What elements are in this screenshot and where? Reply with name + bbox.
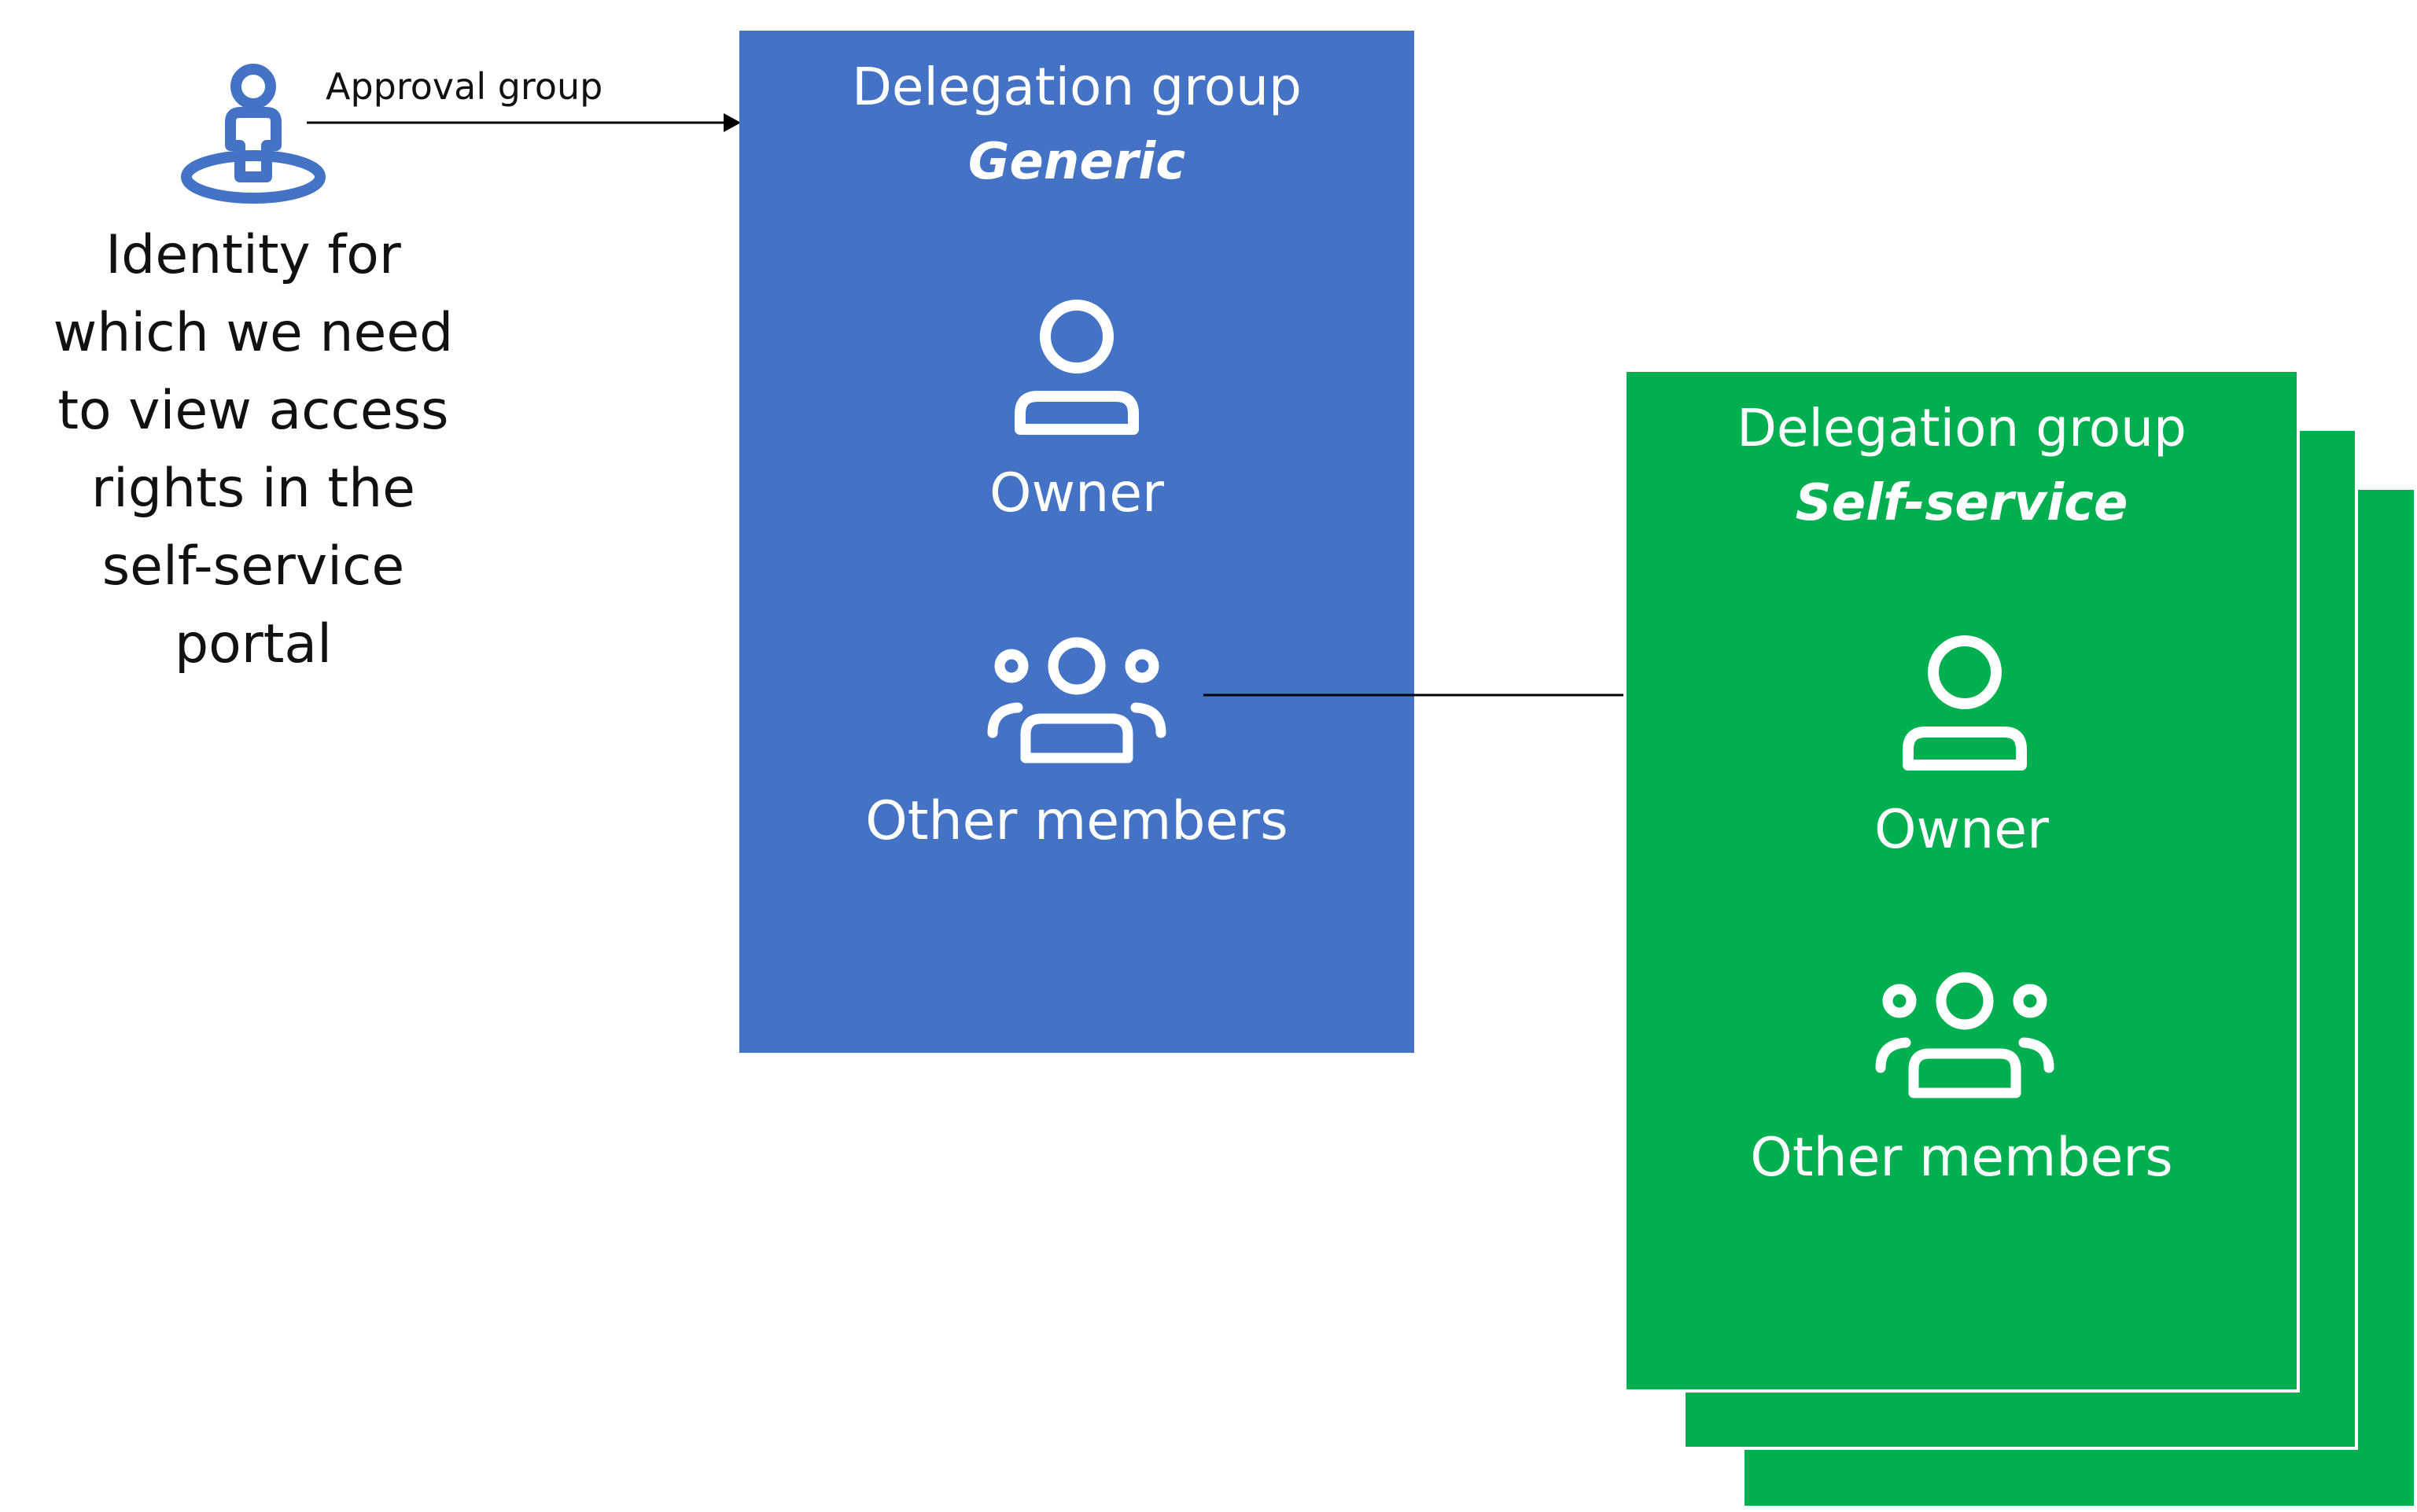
generic-members-label: Other members [865, 790, 1288, 852]
self-service-group-title: Delegation group [1737, 398, 2187, 458]
generic-group-title: Delegation group [852, 57, 1302, 117]
group-members-icon [1875, 972, 2054, 1098]
group-members-icon [987, 637, 1166, 763]
generic-group-subtitle: Generic [967, 133, 1186, 191]
self-service-delegation-group: Delegation group Self-service Owner Othe… [1623, 369, 2300, 1392]
self-service-group-subtitle: Self-service [1795, 474, 2128, 532]
approval-arrow [307, 113, 741, 132]
identity-description: Identity for which we need to view acces… [53, 224, 454, 675]
owner-icon [1903, 635, 2027, 771]
generic-delegation-group: Delegation group Generic Owner Other mem… [739, 31, 1414, 1053]
self-service-owner-label: Owner [1874, 799, 2050, 861]
person-location-icon [181, 64, 326, 204]
approval-group-label: Approval group [326, 65, 603, 108]
generic-owner-label: Owner [989, 462, 1165, 524]
owner-icon [1015, 300, 1139, 435]
self-service-members-label: Other members [1750, 1127, 2173, 1189]
